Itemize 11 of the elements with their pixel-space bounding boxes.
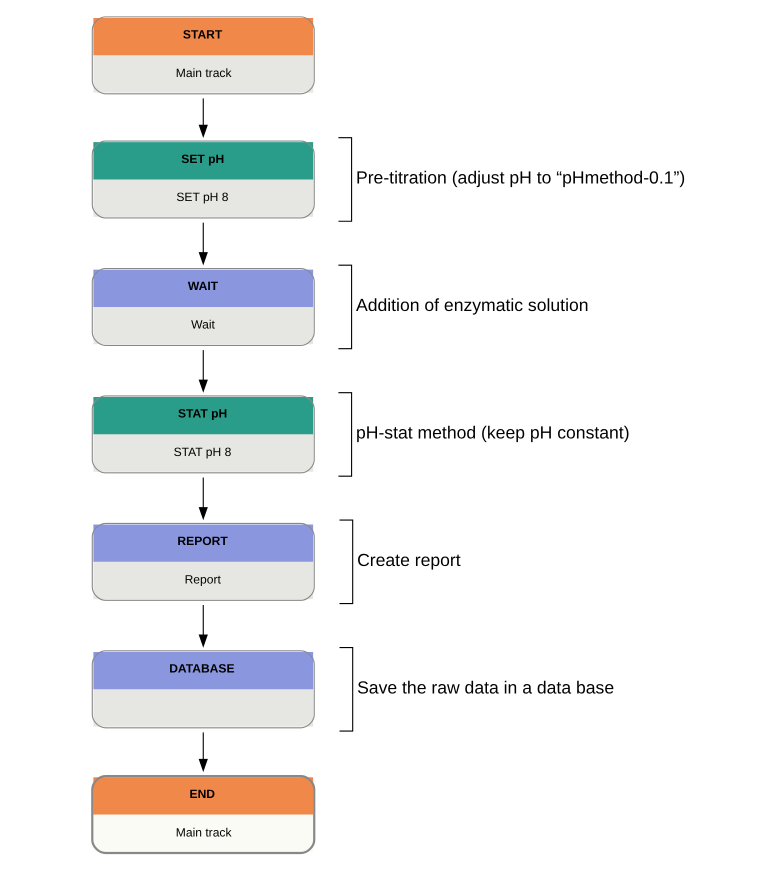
arrow — [198, 350, 208, 393]
node-label: pH-stat method (keep pH constant) — [355, 422, 630, 443]
arrow — [198, 732, 208, 772]
node-label: Create report — [356, 550, 460, 570]
arrow — [198, 605, 208, 648]
node-label: Save the raw data in a data base — [356, 677, 614, 698]
arrow — [198, 222, 208, 266]
node-label: Pre-titration (adjust pH to “pHmethod-0.1”) — [355, 168, 685, 188]
arrow — [198, 478, 208, 520]
node-label: Addition of enzymatic solution — [355, 295, 588, 316]
arrow — [198, 98, 208, 138]
